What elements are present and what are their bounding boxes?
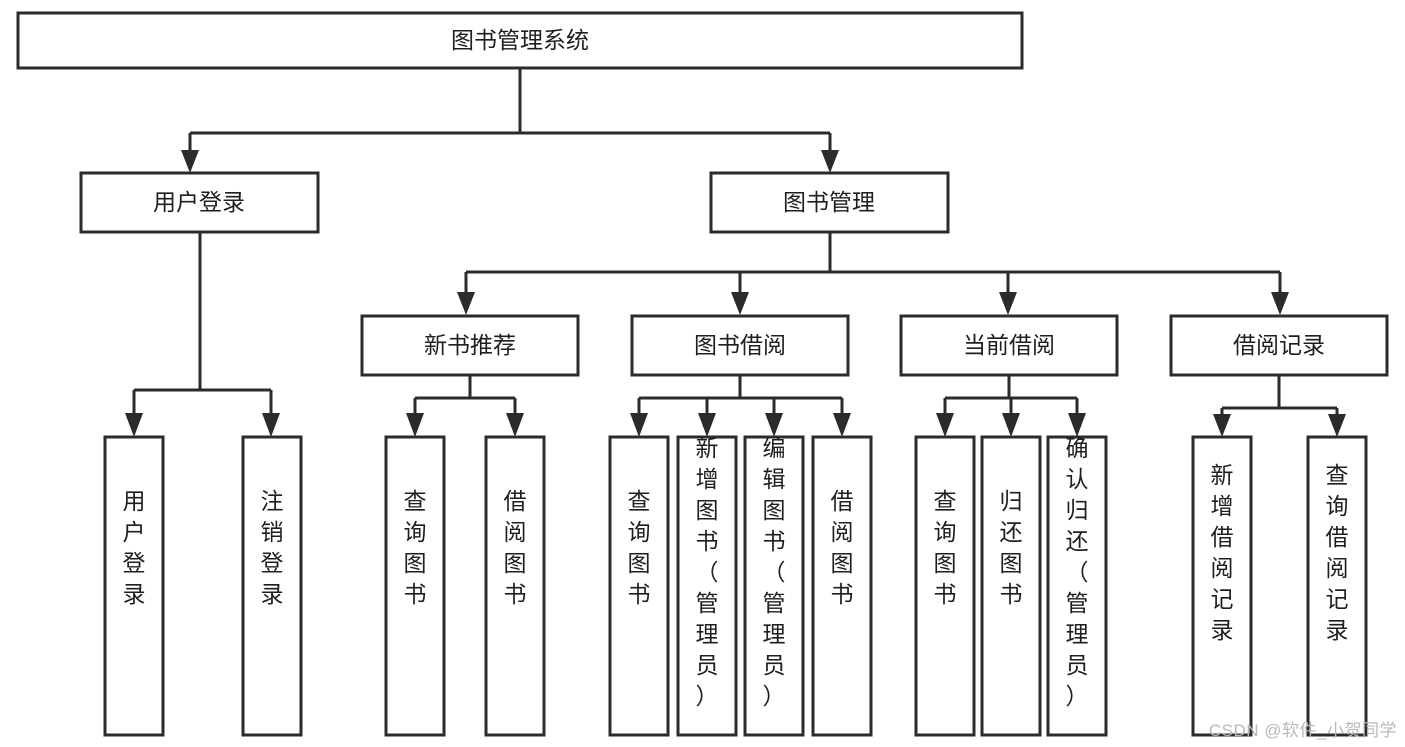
node-book-manage-box <box>709 171 950 234</box>
node-book-borrow[interactable]: 图书借阅 <box>630 314 850 377</box>
arrow-head-leaf-cb-1 <box>936 413 954 437</box>
arrow-head-leaf-bb-4 <box>833 413 851 437</box>
leaf-box <box>980 435 1042 737</box>
leaf-label: 新增图书（管理员） <box>696 435 719 709</box>
node-current-borrow-label: 当前借阅 <box>963 332 1055 358</box>
leaf-box <box>1306 435 1368 737</box>
leaf-box <box>608 435 670 737</box>
connector-group-book-borrow-leaves <box>630 375 851 437</box>
connector-group-user-login-leaves <box>125 232 280 437</box>
leaf-box <box>103 435 165 737</box>
connector-group-current-borrow-leaves <box>936 375 1086 437</box>
leaf-label: 查询图书 <box>934 488 957 607</box>
arrow-head-leaf-bb-3 <box>765 413 783 437</box>
leaf-label: 用户登录 <box>123 488 146 607</box>
node-user-login[interactable]: 用户登录 <box>79 171 320 234</box>
node-new-book-recommend[interactable]: 新书推荐 <box>360 314 580 377</box>
node-borrow-record-label: 借阅记录 <box>1233 332 1325 358</box>
node-user-login-box <box>79 171 320 234</box>
leaf-node-current-borrow-confirm[interactable]: 确认归还（管理员） <box>1046 435 1108 737</box>
arrow-head-leaf-bb-1 <box>630 413 648 437</box>
leaf-node-borrow-record-add[interactable]: 新增借阅记录 <box>1191 435 1253 737</box>
node-root-label: 图书管理系统 <box>451 27 589 53</box>
arrow-head-leaf-ul-1 <box>125 413 143 437</box>
arrow-head-user-login <box>181 150 199 173</box>
arrow-head-leaf-ul-2 <box>262 413 280 437</box>
leaf-box <box>384 435 446 737</box>
node-borrow-record-box <box>1169 314 1389 377</box>
leaf-label: 新增借阅记录 <box>1211 462 1234 643</box>
node-new-book-recommend-label: 新书推荐 <box>424 332 516 358</box>
arrow-head-leaf-cb-3 <box>1068 413 1086 437</box>
node-book-borrow-label: 图书借阅 <box>694 332 786 358</box>
arrow-head-leaf-nb-1 <box>406 413 424 437</box>
arrow-head-book-borrow <box>731 292 749 315</box>
leaf-label: 归还图书 <box>1000 488 1023 607</box>
leaf-node-new-book-borrow[interactable]: 借阅图书 <box>484 435 546 737</box>
leaf-node-user-login-login[interactable]: 用户登录 <box>103 435 165 737</box>
arrow-head-leaf-br-2 <box>1328 414 1346 437</box>
node-book-manage-label: 图书管理 <box>783 189 875 215</box>
node-new-book-recommend-box <box>360 314 580 377</box>
arrow-head-leaf-cb-2 <box>1002 413 1020 437</box>
connector-group-book-manage-to-level3 <box>457 232 1289 315</box>
leaf-node-user-login-logout[interactable]: 注销登录 <box>241 435 303 737</box>
leaf-box <box>241 435 303 737</box>
leaf-box <box>914 435 976 737</box>
leaf-box <box>811 435 873 737</box>
leaf-label: 确认归还（管理员） <box>1066 435 1089 709</box>
leaf-box <box>676 435 738 737</box>
leaf-box <box>1191 435 1253 737</box>
arrow-head-leaf-nb-2 <box>506 413 524 437</box>
node-book-borrow-box <box>630 314 850 377</box>
leaf-node-borrow-record-query[interactable]: 查询借阅记录 <box>1306 435 1368 737</box>
leaf-label: 查询图书 <box>628 488 651 607</box>
arrow-head-borrow-record <box>1271 292 1289 315</box>
arrow-head-new-book <box>457 292 475 315</box>
leaf-label: 编辑图书（管理员） <box>763 435 786 709</box>
connector-group-borrow-record-leaves <box>1213 375 1346 437</box>
node-user-login-label: 用户登录 <box>153 189 245 215</box>
leaf-label: 查询借阅记录 <box>1326 462 1349 643</box>
node-root-box <box>16 11 1024 70</box>
leaf-box <box>743 435 805 737</box>
leaf-box <box>484 435 546 737</box>
arrow-head-leaf-br-1 <box>1213 414 1231 437</box>
leaf-label: 借阅图书 <box>504 488 527 607</box>
leaf-box <box>1046 435 1108 737</box>
leaf-node-book-borrow-lend[interactable]: 借阅图书 <box>811 435 873 737</box>
leaf-node-current-borrow-query[interactable]: 查询图书 <box>914 435 976 737</box>
node-book-manage[interactable]: 图书管理 <box>709 171 950 234</box>
connector-group-root-to-level2 <box>181 68 839 173</box>
connector-group-new-book-leaves <box>406 375 524 437</box>
leaf-label: 借阅图书 <box>831 488 854 607</box>
leaf-label: 注销登录 <box>261 488 284 607</box>
arrow-head-leaf-bb-2 <box>698 413 716 437</box>
leaf-node-book-borrow-query[interactable]: 查询图书 <box>608 435 670 737</box>
node-current-borrow[interactable]: 当前借阅 <box>899 314 1119 377</box>
leaf-node-new-book-query[interactable]: 查询图书 <box>384 435 446 737</box>
leaf-node-book-borrow-edit[interactable]: 编辑图书（管理员） <box>743 435 805 737</box>
arrow-head-book-manage <box>821 150 839 173</box>
node-current-borrow-box <box>899 314 1119 377</box>
arrow-head-current-borrow <box>999 292 1017 315</box>
leaf-node-current-borrow-return[interactable]: 归还图书 <box>980 435 1042 737</box>
leaf-label: 查询图书 <box>404 488 427 607</box>
leaf-node-book-borrow-add[interactable]: 新增图书（管理员） <box>676 435 738 737</box>
node-root-system[interactable]: 图书管理系统 <box>16 11 1024 70</box>
node-borrow-record[interactable]: 借阅记录 <box>1169 314 1389 377</box>
